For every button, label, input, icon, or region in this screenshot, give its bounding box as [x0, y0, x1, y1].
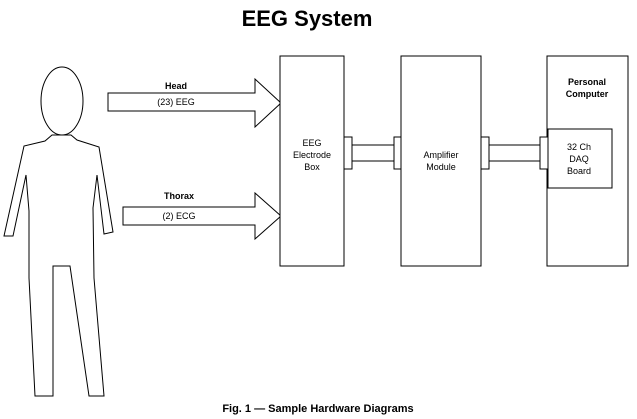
computer-line-1: Personal: [568, 77, 606, 87]
electrode-box-line-1: EEG: [302, 138, 321, 148]
figure-head: [40, 66, 84, 136]
head-arrow-shape: [107, 77, 282, 129]
personal-computer: Personal Computer 32 Ch DAQ Board: [539, 55, 629, 267]
daq-line-2: DAQ: [569, 154, 589, 164]
thorax-label: Thorax: [164, 191, 194, 201]
head-arrow: Head (23) EEG: [107, 77, 282, 129]
daq-plug: [539, 136, 549, 170]
computer-line-2: Computer: [566, 89, 609, 99]
figure-body: [3, 134, 114, 397]
thorax-signal-label: (2) ECG: [162, 211, 195, 221]
diagram-title: EEG System: [242, 6, 373, 31]
daq-board-rect: [547, 128, 613, 189]
connector-plug-left-2: [480, 136, 490, 170]
electrode-box-rect: [279, 55, 345, 267]
amplifier-line-1: Amplifier: [423, 150, 458, 160]
amplifier-line-2: Module: [426, 162, 456, 172]
connector-cable: [351, 144, 395, 162]
connector-amplifier-computer: [480, 136, 541, 170]
electrode-box-line-3: Box: [304, 162, 320, 172]
connector-electrode-amplifier: [343, 136, 402, 170]
electrode-box-line-2: Electrode: [293, 150, 331, 160]
head-label: Head: [165, 81, 187, 91]
connector-plug-left: [343, 136, 353, 170]
head-signal-label: (23) EEG: [157, 97, 195, 107]
connector-plug-right: [393, 136, 402, 170]
figure-caption: Fig. 1 — Sample Hardware Diagrams: [222, 403, 413, 415]
amplifier-module: Amplifier Module: [400, 55, 482, 267]
daq-line-1: 32 Ch: [567, 142, 591, 152]
connector-cable-2: [488, 144, 541, 162]
daq-line-3: Board: [567, 166, 591, 176]
thorax-arrow-shape: [122, 191, 282, 241]
human-figure: [3, 66, 114, 397]
electrode-box: EEG Electrode Box: [279, 55, 345, 267]
thorax-arrow: Thorax (2) ECG: [122, 191, 282, 241]
amplifier-rect: [400, 55, 482, 267]
